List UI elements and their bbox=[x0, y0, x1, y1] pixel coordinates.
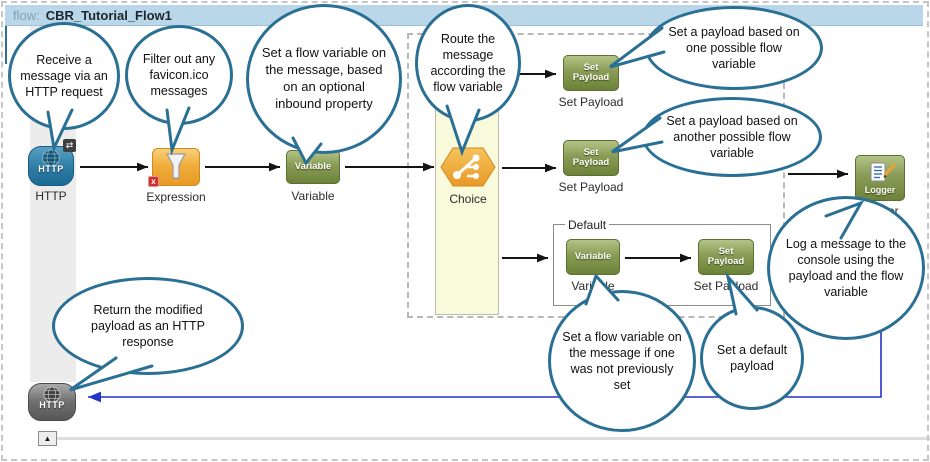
two-way-exchange-icon: ⇄ bbox=[63, 139, 76, 152]
choice-route-icon bbox=[440, 147, 496, 187]
choice-router[interactable] bbox=[440, 145, 496, 189]
callout-payload-another[interactable]: Set a payload based on another possible … bbox=[642, 97, 822, 177]
globe-icon bbox=[43, 386, 61, 403]
callout-default-variable[interactable]: Set a flow variable on the message if on… bbox=[548, 290, 696, 432]
logger-icon-text: Logger bbox=[864, 185, 896, 195]
callout-set-flow-variable[interactable]: Set a flow variable on the message, base… bbox=[246, 4, 402, 154]
http-inbound-icon-text: HTTP bbox=[38, 164, 64, 174]
log-document-icon bbox=[870, 162, 897, 182]
variable-transformer[interactable]: Variable bbox=[286, 150, 340, 184]
variable-default-icon-text: Variable bbox=[574, 250, 612, 262]
callout-log-message[interactable]: Log a message to the console using the p… bbox=[767, 196, 925, 340]
http-outbound-icon-text: HTTP bbox=[39, 400, 65, 410]
set-payload-two[interactable]: Set Payload bbox=[563, 140, 619, 176]
callout-route[interactable]: Route the message according the flow var… bbox=[415, 4, 521, 122]
collapse-panel-button[interactable]: ▲ bbox=[38, 431, 57, 446]
error-badge-icon: x bbox=[148, 176, 159, 187]
variable-icon-text: Variable bbox=[294, 160, 332, 172]
callout-payload-one[interactable]: Set a payload based on one possible flow… bbox=[645, 6, 823, 90]
set-payload-two-label: Set Payload bbox=[558, 180, 624, 194]
flow-header-prefix: flow: bbox=[13, 7, 40, 23]
http-inbound-endpoint[interactable]: HTTP bbox=[28, 146, 74, 186]
callout-default-payload[interactable]: Set a default payload bbox=[700, 306, 804, 410]
expression-filter[interactable] bbox=[152, 148, 200, 186]
http-outbound-endpoint[interactable]: HTTP bbox=[28, 383, 76, 421]
http-inbound-label: HTTP bbox=[35, 189, 67, 203]
logger-component[interactable]: Logger bbox=[855, 155, 905, 201]
set-payload-default-icon-text: Set Payload bbox=[707, 245, 745, 267]
variable-label: Variable bbox=[291, 189, 335, 203]
default-route-label: Default bbox=[565, 218, 610, 232]
variable-default[interactable]: Variable bbox=[566, 239, 620, 275]
set-payload-one-icon-text: Set Payload bbox=[572, 61, 610, 83]
expression-label: Expression bbox=[146, 190, 206, 204]
funnel-icon bbox=[165, 153, 187, 179]
callout-response[interactable]: Return the modified payload as an HTTP r… bbox=[52, 277, 244, 375]
set-payload-one-label: Set Payload bbox=[558, 95, 624, 109]
set-payload-one[interactable]: Set Payload bbox=[563, 55, 619, 91]
set-payload-two-icon-text: Set Payload bbox=[572, 146, 610, 168]
globe-icon bbox=[42, 149, 60, 167]
callout-receive[interactable]: Receive a message via an HTTP request bbox=[8, 22, 120, 130]
canvas-bottom-divider bbox=[56, 437, 930, 440]
choice-label: Choice bbox=[449, 192, 487, 206]
set-payload-default[interactable]: Set Payload bbox=[698, 239, 754, 275]
callout-filter[interactable]: Filter out any favicon.ico messages bbox=[125, 25, 233, 125]
flow-left-border bbox=[5, 26, 7, 64]
set-payload-default-label: Set Payload bbox=[693, 279, 759, 293]
flow-title: CBR_Tutorial_Flow1 bbox=[45, 7, 172, 23]
